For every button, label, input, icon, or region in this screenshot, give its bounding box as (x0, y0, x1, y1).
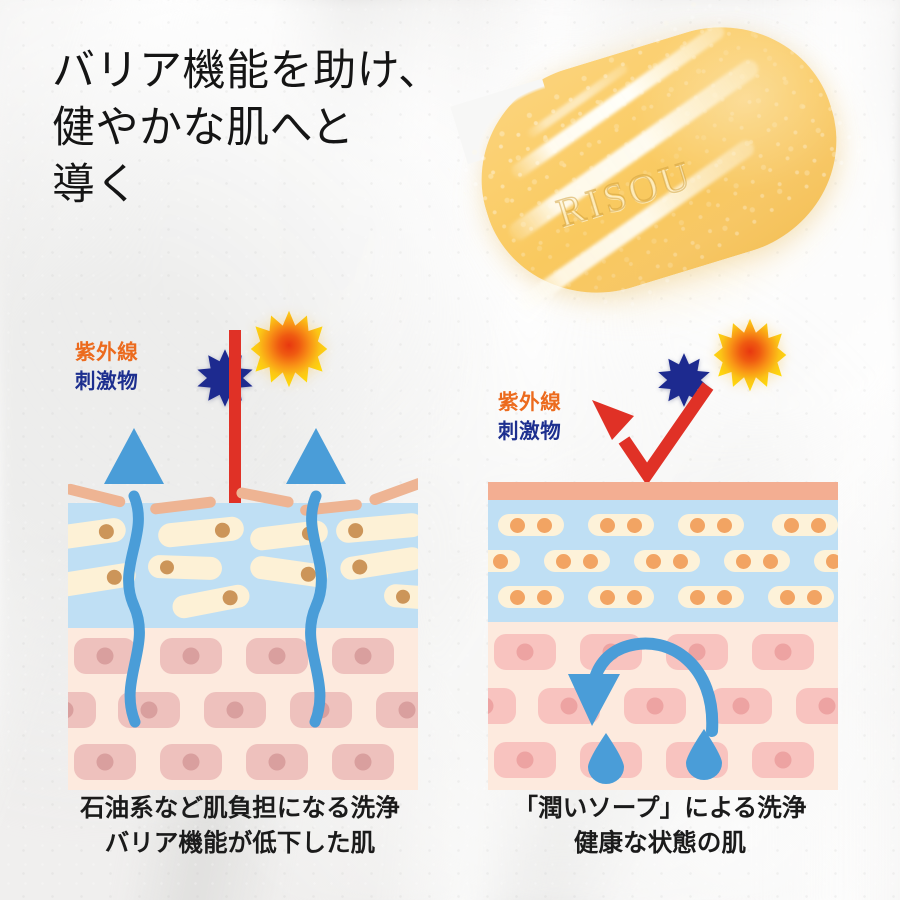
corneocyte (678, 586, 744, 608)
caption-healthy-skin: 「潤いソープ」による洗浄 健康な状態の肌 (513, 795, 807, 857)
dermis-cell (74, 744, 136, 780)
sun-burst-icon (713, 318, 787, 392)
blue-curved-arrow-icon (568, 637, 719, 737)
dermis-cell (752, 742, 814, 778)
dermis-cell (160, 744, 222, 780)
corneocyte (588, 586, 654, 608)
skin-cross-section-healthy (488, 478, 838, 790)
sun-burst-icon (250, 310, 328, 388)
uv-label: 紫外線 (75, 341, 139, 364)
corneocyte (634, 550, 700, 572)
irritant-label: 刺激物 (75, 370, 139, 394)
soap-bar: RISOU (426, 0, 900, 376)
panel-healthy-skin: 紫外線 刺激物 (460, 300, 860, 875)
uv-label: 紫外線 (498, 391, 562, 414)
dermis-cell (624, 688, 686, 724)
corneocyte (544, 550, 610, 572)
dermis-cell (246, 638, 308, 674)
caption-damaged-skin: 石油系など肌負担になる洗浄 バリア機能が低下した肌 (80, 795, 400, 857)
irritant-label: 刺激物 (498, 420, 562, 444)
corneocyte (768, 586, 834, 608)
ray-labels-right: 紫外線 刺激物 (498, 388, 561, 446)
dermis-cell (752, 634, 814, 670)
corneocyte (678, 514, 744, 536)
ray-labels-left: 紫外線 刺激物 (75, 338, 138, 396)
dermis-cell (376, 692, 418, 728)
dermis-cell (796, 688, 838, 724)
blue-wavy-up-arrow-icon (104, 428, 164, 728)
dermis-cell (74, 638, 136, 674)
corneocyte (814, 550, 838, 572)
dermis-cell (160, 638, 222, 674)
dermis-cell (204, 692, 266, 728)
corneocyte (588, 514, 654, 536)
dermis-cell (710, 688, 772, 724)
blue-wavy-up-arrow-icon (286, 428, 346, 728)
water-drop-icon (686, 729, 722, 780)
dermis-cell (332, 638, 394, 674)
intact-barrier-band (488, 482, 838, 500)
dermis-cell (246, 744, 308, 780)
corneocyte (724, 550, 790, 572)
corneocyte (498, 586, 564, 608)
dermis-cell (494, 634, 556, 670)
headline: バリア機能を助け、 健やかな肌へと 導く (52, 48, 442, 209)
red-deflect-arrow-icon (592, 382, 714, 486)
dermis-cell (494, 742, 556, 778)
corneocyte (498, 514, 564, 536)
dermis-cell (488, 688, 516, 724)
panel-damaged-skin: 紫外線 刺激物 (40, 300, 440, 875)
water-drop-icon (588, 733, 624, 784)
dermis-cell (68, 692, 96, 728)
corneocyte (488, 550, 520, 572)
corneocyte (772, 514, 838, 536)
dermis-cell (332, 744, 394, 780)
